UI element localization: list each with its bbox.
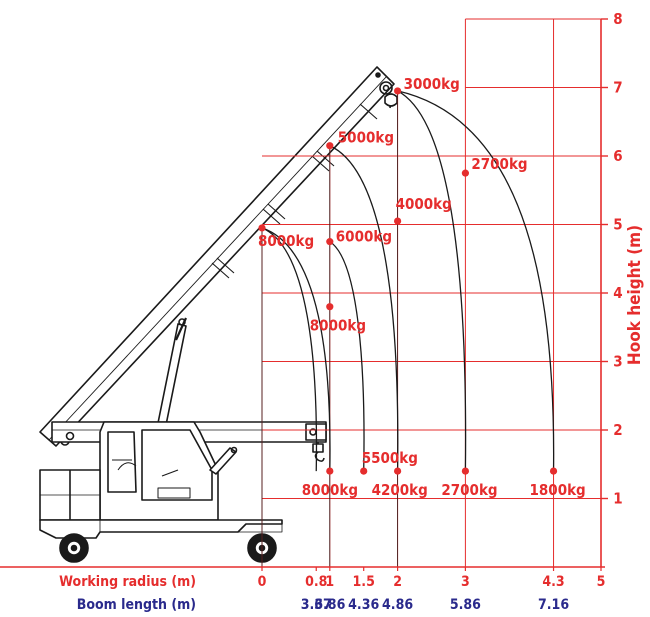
counterweight — [39, 469, 101, 521]
boom-length-label: 5.86 — [450, 597, 481, 613]
load-point — [360, 467, 368, 475]
y-tick-label: 6 — [613, 147, 622, 165]
y-tick-label: 8 — [613, 10, 622, 28]
crane-chassis — [39, 519, 283, 539]
load-point — [326, 142, 334, 150]
load-point — [549, 467, 558, 475]
load-points: 3000kg 5000kg 2700kg 4000kg 8000kg 6000kg 8000… — [258, 75, 586, 499]
load-label: 4200kg — [372, 481, 428, 499]
load-point — [326, 467, 334, 475]
boom-length-label: 3.86 — [314, 597, 345, 613]
y-tick-label: 3 — [613, 353, 622, 371]
load-point — [461, 467, 469, 475]
load-arc — [329, 241, 365, 472]
load-arc — [261, 227, 331, 472]
y-tick-label: 2 — [613, 421, 622, 439]
x-tick-label: 1 — [325, 574, 334, 590]
load-label: 6000kg — [336, 228, 392, 246]
boom-length-label: 4.86 — [382, 597, 413, 613]
boom-length-label: 4.36 — [348, 597, 379, 613]
chart-grid — [261, 18, 601, 567]
y-tick-label: 7 — [613, 79, 622, 97]
y-tick-label: 4 — [613, 284, 622, 302]
jib-hook — [312, 442, 325, 462]
load-point — [461, 169, 469, 177]
load-label: 1800kg — [530, 481, 586, 499]
boom-tip-hook — [384, 93, 398, 109]
x-tick-label: 5 — [597, 574, 606, 590]
x-axis-title: Working radius (m) — [59, 574, 196, 590]
load-arc — [397, 90, 467, 472]
crane-illustration — [39, 66, 398, 563]
x-tick-label: 0 — [258, 574, 267, 590]
load-arc — [397, 90, 555, 472]
x-tick-label: 0.8 — [305, 574, 327, 590]
load-label: 8000kg — [258, 232, 314, 250]
load-label: 4000kg — [396, 195, 452, 213]
luffing-cylinder — [157, 317, 188, 426]
load-arc — [329, 145, 399, 472]
load-arcs — [261, 90, 555, 472]
y-tick-label: 1 — [613, 490, 622, 508]
load-point — [326, 303, 334, 311]
boom-length-label: 3.67 — [301, 597, 332, 613]
x-tick-label: 1.5 — [353, 574, 375, 590]
crane-boom — [39, 66, 395, 447]
x-tick-label: 3 — [461, 574, 470, 590]
load-label: 5500kg — [362, 449, 418, 467]
y-tick-label: 5 — [613, 216, 622, 234]
load-label: 2700kg — [441, 481, 497, 499]
load-label: 8000kg — [302, 481, 358, 499]
x-tick-label: 4.3 — [542, 574, 564, 590]
load-point — [394, 87, 402, 95]
boom-length-title: Boom length (m) — [77, 597, 196, 613]
rear-wheel — [59, 533, 89, 563]
load-arc — [261, 227, 318, 472]
load-label: 5000kg — [338, 129, 394, 147]
load-point — [326, 238, 334, 246]
crane-cab — [99, 421, 219, 521]
y-axis-title: Hook height (m) — [625, 225, 645, 365]
load-point — [394, 467, 402, 475]
x-tick-label: 2 — [393, 574, 402, 590]
load-label: 2700kg — [471, 155, 527, 173]
load-label: 8000kg — [310, 317, 366, 335]
load-point — [258, 224, 266, 232]
load-label: 3000kg — [404, 75, 460, 93]
outrigger — [209, 446, 238, 475]
boom-length-label: 7.16 — [538, 597, 569, 613]
load-point — [394, 217, 402, 225]
